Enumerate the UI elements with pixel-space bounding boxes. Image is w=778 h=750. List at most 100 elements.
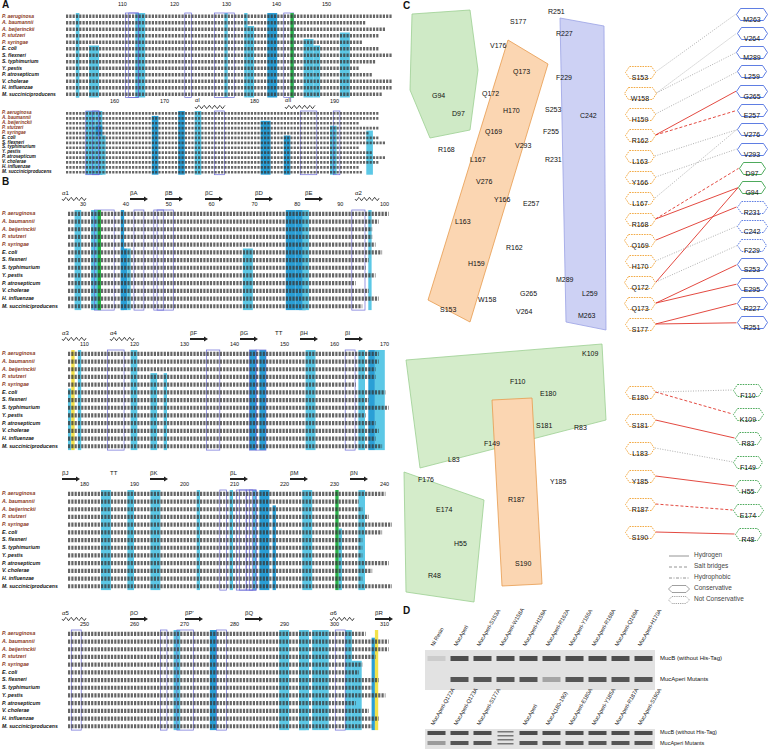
sequence-row bbox=[68, 250, 382, 254]
secondary-structure: α5 bbox=[62, 610, 69, 616]
gel-band bbox=[474, 731, 492, 735]
secondary-structure: βJ bbox=[62, 470, 68, 476]
sequence-row bbox=[68, 709, 369, 713]
residue-name: Y185 bbox=[632, 475, 648, 488]
sequence-row bbox=[68, 304, 362, 308]
species-name: H. influenzae bbox=[2, 296, 34, 301]
secondary-structure: βN bbox=[350, 470, 358, 476]
residue-label: Q169 bbox=[485, 128, 502, 135]
residue-number: 50 bbox=[166, 202, 172, 208]
sequence-row bbox=[66, 73, 372, 77]
strand-symbol bbox=[245, 618, 259, 620]
secondary-structure: βB bbox=[165, 190, 172, 196]
residue-hexagon: W158 bbox=[624, 87, 657, 100]
conserved-column bbox=[152, 116, 159, 175]
residue-name: G94 bbox=[745, 186, 758, 199]
residue-label: R83 bbox=[574, 424, 587, 431]
species-name: M. succiniciproducens bbox=[2, 724, 58, 729]
secondary-structure: βP' bbox=[185, 610, 194, 616]
residue-label: S181 bbox=[536, 422, 552, 429]
gel-band bbox=[589, 741, 607, 745]
conserved-column bbox=[375, 350, 385, 450]
residue-number: 120 bbox=[130, 342, 139, 348]
residue-number: 130 bbox=[180, 342, 189, 348]
sequence-row bbox=[68, 258, 369, 262]
sequence-row bbox=[66, 146, 359, 149]
species-name: P. stutzeri bbox=[2, 514, 26, 519]
secondary-structure: βG bbox=[240, 330, 248, 336]
species-name: P. syringae bbox=[2, 40, 28, 45]
residue-name: E295 bbox=[744, 283, 760, 296]
residue-hexagon: S153 bbox=[625, 66, 656, 79]
band-label: MucAperi Mutants bbox=[660, 676, 708, 682]
gel-band bbox=[451, 677, 469, 682]
conserved-column bbox=[368, 350, 375, 450]
residue-label: R231 bbox=[545, 156, 562, 163]
strand-symbol bbox=[314, 336, 318, 341]
residue-hexagon: Y185 bbox=[625, 470, 656, 483]
residue-name: Q173 bbox=[631, 302, 648, 315]
residue-label: V276 bbox=[476, 178, 492, 185]
residue-name: R227 bbox=[744, 302, 761, 315]
residue-hexagon: R227 bbox=[737, 297, 768, 310]
residue-name: F149 bbox=[740, 461, 756, 474]
species-name: M. succiniciproducens bbox=[2, 92, 56, 97]
residue-number: 180 bbox=[80, 482, 89, 488]
interaction-line bbox=[656, 323, 737, 324]
residue-name: M289 bbox=[743, 51, 761, 64]
lane-label: MucAperi-R162A bbox=[545, 608, 571, 647]
sequence-row bbox=[66, 166, 359, 169]
conserved-column bbox=[284, 136, 291, 175]
species-name: S. typhimurium bbox=[2, 685, 40, 690]
sequence-row bbox=[68, 359, 379, 363]
strand-symbol bbox=[130, 198, 144, 200]
legend-line bbox=[669, 555, 689, 556]
species-name: S. flexneri bbox=[2, 141, 24, 146]
residue-label: H55 bbox=[454, 540, 467, 547]
sequence-row bbox=[68, 530, 382, 534]
strand-symbol bbox=[244, 476, 248, 481]
residue-name: S153 bbox=[632, 71, 648, 84]
sequence-row bbox=[68, 507, 362, 511]
species-name: P. aeruginosa bbox=[2, 491, 35, 496]
species-name: P. aeruginosa bbox=[2, 351, 35, 356]
sequence-row bbox=[66, 53, 392, 57]
residue-number: 280 bbox=[230, 622, 239, 628]
species-name: A. beijerinckii bbox=[2, 121, 32, 126]
residue-hexagon: R162 bbox=[625, 129, 656, 142]
helix-symbol bbox=[355, 197, 379, 200]
residue-label: V293 bbox=[515, 142, 531, 149]
species-name: A. baumannii bbox=[2, 219, 35, 224]
sequence-row bbox=[68, 655, 376, 659]
species-name: H. influenzae bbox=[2, 716, 34, 721]
species-name: M. succiniciproducens bbox=[2, 584, 58, 589]
species-name: A. baumannii bbox=[2, 359, 35, 364]
strand-symbol bbox=[254, 336, 258, 341]
secondary-structure: α6 bbox=[330, 610, 337, 616]
helix-symbol bbox=[62, 337, 86, 340]
sequence-row bbox=[68, 235, 372, 239]
residue-name: L163 bbox=[632, 155, 648, 168]
panel-letter: B bbox=[2, 177, 9, 187]
species-name: E. coli bbox=[2, 250, 17, 255]
gel-band bbox=[428, 741, 446, 745]
sequence-row bbox=[68, 273, 376, 277]
sequence-row bbox=[68, 499, 359, 503]
residue-name: G265 bbox=[743, 90, 760, 103]
gel-band bbox=[635, 731, 653, 735]
residue-number: 170 bbox=[380, 342, 389, 348]
residue-name: H170 bbox=[632, 260, 649, 273]
strand-symbol bbox=[190, 338, 204, 340]
residue-name: F110 bbox=[740, 389, 755, 402]
lane-label: MucAperi bbox=[522, 704, 538, 727]
conserved-column bbox=[127, 249, 130, 311]
strand-symbol bbox=[62, 478, 76, 480]
residue-hexagon: S181 bbox=[625, 414, 656, 427]
gel-band bbox=[451, 656, 469, 661]
legend-hexagon bbox=[669, 585, 690, 592]
interaction-line bbox=[656, 91, 737, 135]
gel-band bbox=[474, 677, 492, 682]
gel-band bbox=[520, 656, 538, 661]
sequence-row bbox=[68, 296, 379, 300]
secondary-structure: βC bbox=[205, 190, 213, 196]
